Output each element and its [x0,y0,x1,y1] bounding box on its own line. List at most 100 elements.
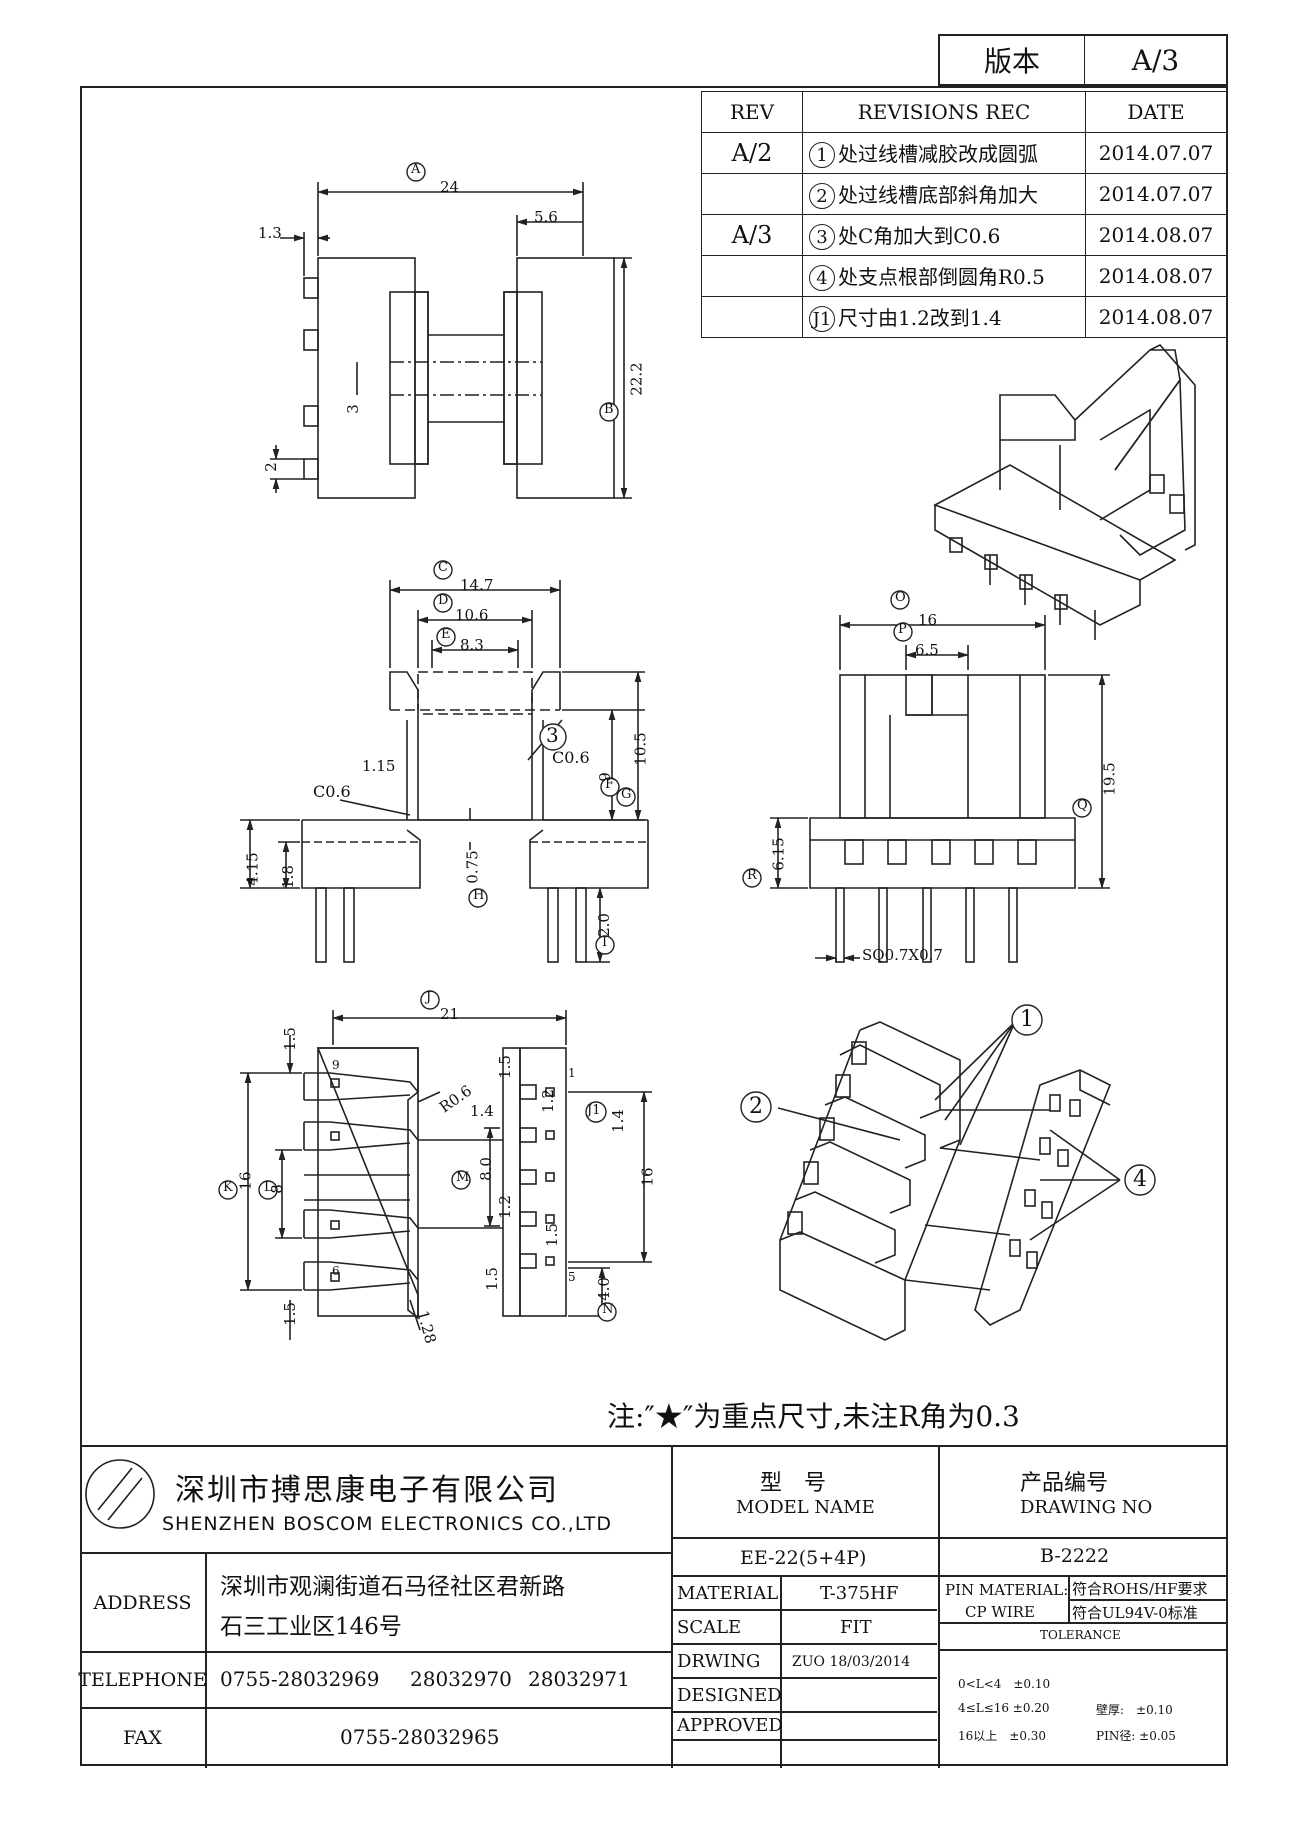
circle-label-h: H [473,888,485,903]
pin-number: 5 [568,1270,576,1284]
dim-text: 21 [440,1005,460,1023]
rev-num-circle: 2 [809,183,835,210]
circle-label-m: M [456,1170,470,1185]
model-label-cn: 型 号 [760,1471,827,1496]
iso-callout-4: 4 [1133,1167,1147,1192]
telephone-label: TELEPHONE [78,1669,207,1691]
ul-text: 符合UL94V-0标准 [1072,1604,1198,1622]
dim-text: 1.5 [495,1055,514,1079]
circle-label-e: E [441,627,451,642]
side-view [770,615,1110,963]
dim-text: 1.5 [280,1302,299,1326]
fax-value: 0755-28032965 [340,1725,500,1749]
rohs-text: 符合ROHS/HF要求 [1072,1580,1208,1598]
dim-text: 1.2 [495,1195,514,1219]
dim-text: 22.2 [627,362,646,396]
drawing-frame [80,86,1228,1766]
bottom-view [240,1010,652,1340]
dim-text: 0.75 [463,850,482,884]
circle-label-b: B [604,402,614,417]
model-value: EE-22(5+4P) [740,1547,867,1569]
pin-number: 1 [568,1066,576,1080]
dim-text: SQ0.7X0.7 [862,946,943,964]
dim-text: 14.7 [460,576,494,594]
tolerance-label: TOLERANCE [1040,1628,1121,1642]
circle-label-j: J [426,990,432,1005]
address-label: ADDRESS [93,1591,192,1614]
circle-label-a: A [411,162,421,177]
dim-text: 10.5 [631,732,650,766]
dim-text: 6.5 [915,641,939,659]
dim-text: 1.3 [258,224,282,242]
title-block: 深圳市搏思康电子有限公司 SHENZHEN BOSCOM ELECTRONICS… [78,1445,1228,1768]
dim-text: 24 [440,178,460,196]
rev-num-circle: 3 [809,224,835,251]
dim-text: 16 [236,1171,255,1191]
dim-text: 19.5 [1100,762,1119,796]
front-view [240,580,649,964]
tolerance-1: 0<L<4 ±0.10 [958,1677,1051,1691]
rev-header: REV [701,91,803,133]
callout-3: 3 [546,723,559,747]
version-value: A/3 [1131,43,1180,77]
iso-callout-1: 1 [1020,1007,1034,1032]
rev-num-circle: J1 [809,306,835,333]
designed-label: DESIGNED [677,1685,782,1706]
drawing-label-cn: 产品编号 [1020,1471,1109,1496]
circle-label-p: P [898,622,907,637]
address-line2: 石三工业区146号 [220,1614,402,1640]
circle-label-f: F [605,777,615,792]
dim-text: 1.4 [608,1109,627,1133]
dim-text: 2.0 [594,913,613,937]
pin-material-label: PIN MATERIAL: [945,1581,1069,1599]
circle-label-o: O [895,590,906,605]
dim-text: 1.5 [280,1027,299,1051]
iso-callout-2: 2 [749,1094,763,1119]
rev-num-circle: 4 [809,265,835,292]
note-text: 注:″★″为重点尺寸,未注R角为0.3 [607,1400,1020,1433]
address-line1: 深圳市观澜街道石马径社区君新路 [220,1574,565,1600]
drawing-label-en: DRAWING NO [1020,1497,1153,1518]
company-name-en: SHENZHEN BOSCOM ELECTRONICS CO.,LTD [162,1513,613,1535]
circle-label-c: C [438,560,448,575]
drwing-value: ZUO 18/03/2014 [792,1654,911,1670]
tolerance-3: 16以上 ±0.30 [958,1729,1047,1743]
dim-text: C0.6 [313,782,351,801]
telephone-3: 28032971 [528,1667,630,1691]
model-label-en: MODEL NAME [736,1497,875,1518]
dim-text: 6.15 [769,837,788,871]
drwing-label: DRWING [677,1651,761,1672]
label-markers [218,162,1156,1322]
dim-text: 16 [918,611,938,629]
dim-text: 3 [343,404,362,414]
dim-text: 1.15 [362,757,396,775]
rec-header: REVISIONS REC [802,91,1086,133]
company-logo [85,1459,155,1529]
company-name-cn: 深圳市搏思康电子有限公司 [175,1473,559,1508]
pin-dia-tolerance: PIN径: ±0.05 [1096,1729,1176,1743]
approved-label: APPROVED [677,1715,783,1736]
dim-text: 5.6 [534,208,558,226]
dim-text: 4.15 [243,852,262,886]
dim-text: 1.2 [538,1089,557,1113]
dim-text: 1.5 [482,1267,501,1291]
circle-label-d: D [438,593,449,608]
material-label: MATERIAL [677,1583,779,1604]
circle-label-g: G [621,787,632,802]
wall-tolerance: 壁厚: ±0.10 [1096,1703,1173,1717]
dim-text: 1.4 [470,1102,494,1120]
dim-text: 16 [638,1167,657,1187]
dim-text: 10.6 [455,606,489,624]
circle-label-n: N [602,1302,614,1317]
scale-label: SCALE [677,1617,742,1638]
telephone-2: 28032970 [410,1667,512,1691]
rev-num-circle: 1 [809,142,835,169]
top-view [270,182,632,500]
iso-view-bottom [777,1021,1121,1341]
dim-text: 1.5 [542,1223,561,1247]
